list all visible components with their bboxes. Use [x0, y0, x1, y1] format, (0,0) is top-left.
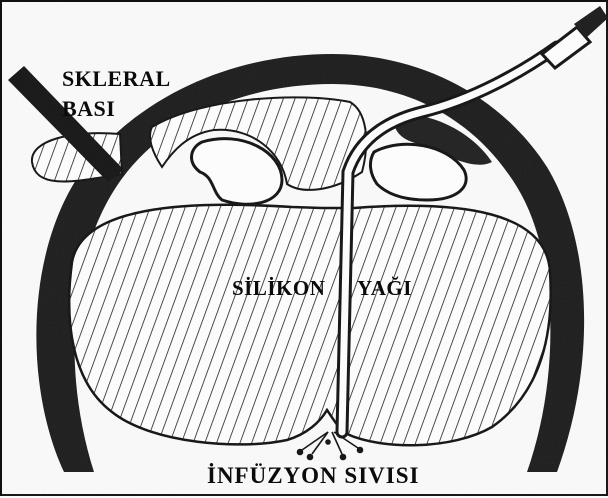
scleral-label-line2: BASI [62, 98, 115, 120]
silicone-label-word1: SİLİKON [232, 278, 325, 299]
scleral-label-line1: SKLERAL [62, 68, 171, 90]
silicone-label-word2: YAĞI [357, 278, 412, 299]
infusion-label: İNFÜZYON SIVISI [207, 464, 419, 487]
